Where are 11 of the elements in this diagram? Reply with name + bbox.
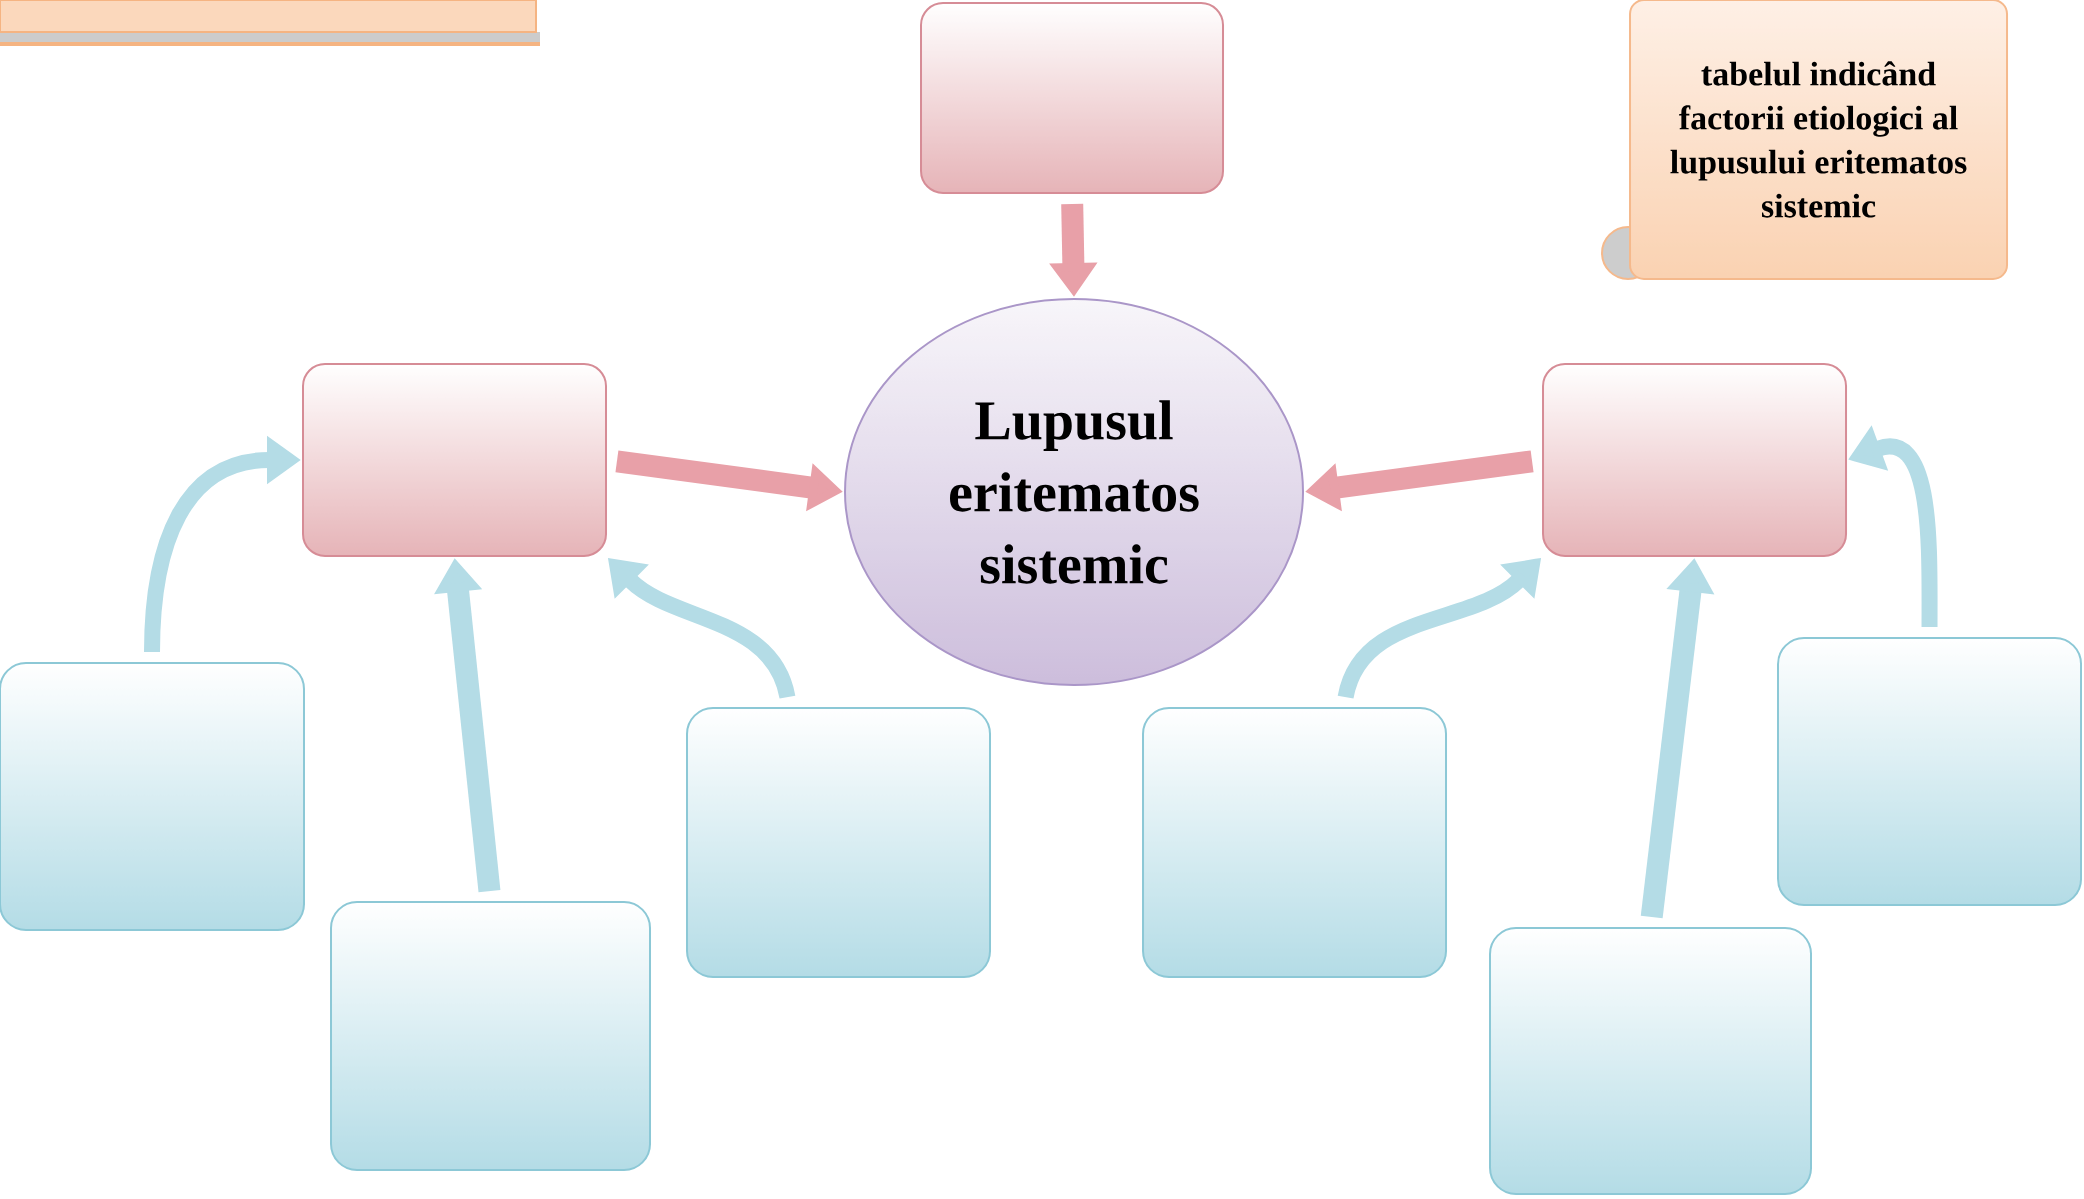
factor-box <box>1142 707 1447 978</box>
cause-box <box>920 2 1224 194</box>
cause-box <box>1542 363 1848 557</box>
factor-box <box>686 707 991 978</box>
banner-box <box>0 0 540 46</box>
scroll-note: tabelul indicând factorii etiologici al lupusului eritematos sistemic <box>1601 0 2009 280</box>
factor-box <box>0 662 305 931</box>
factor-box <box>1777 637 2083 906</box>
factor-box <box>330 901 651 1171</box>
factor-box <box>1489 927 1813 1195</box>
cause-box <box>302 363 607 557</box>
